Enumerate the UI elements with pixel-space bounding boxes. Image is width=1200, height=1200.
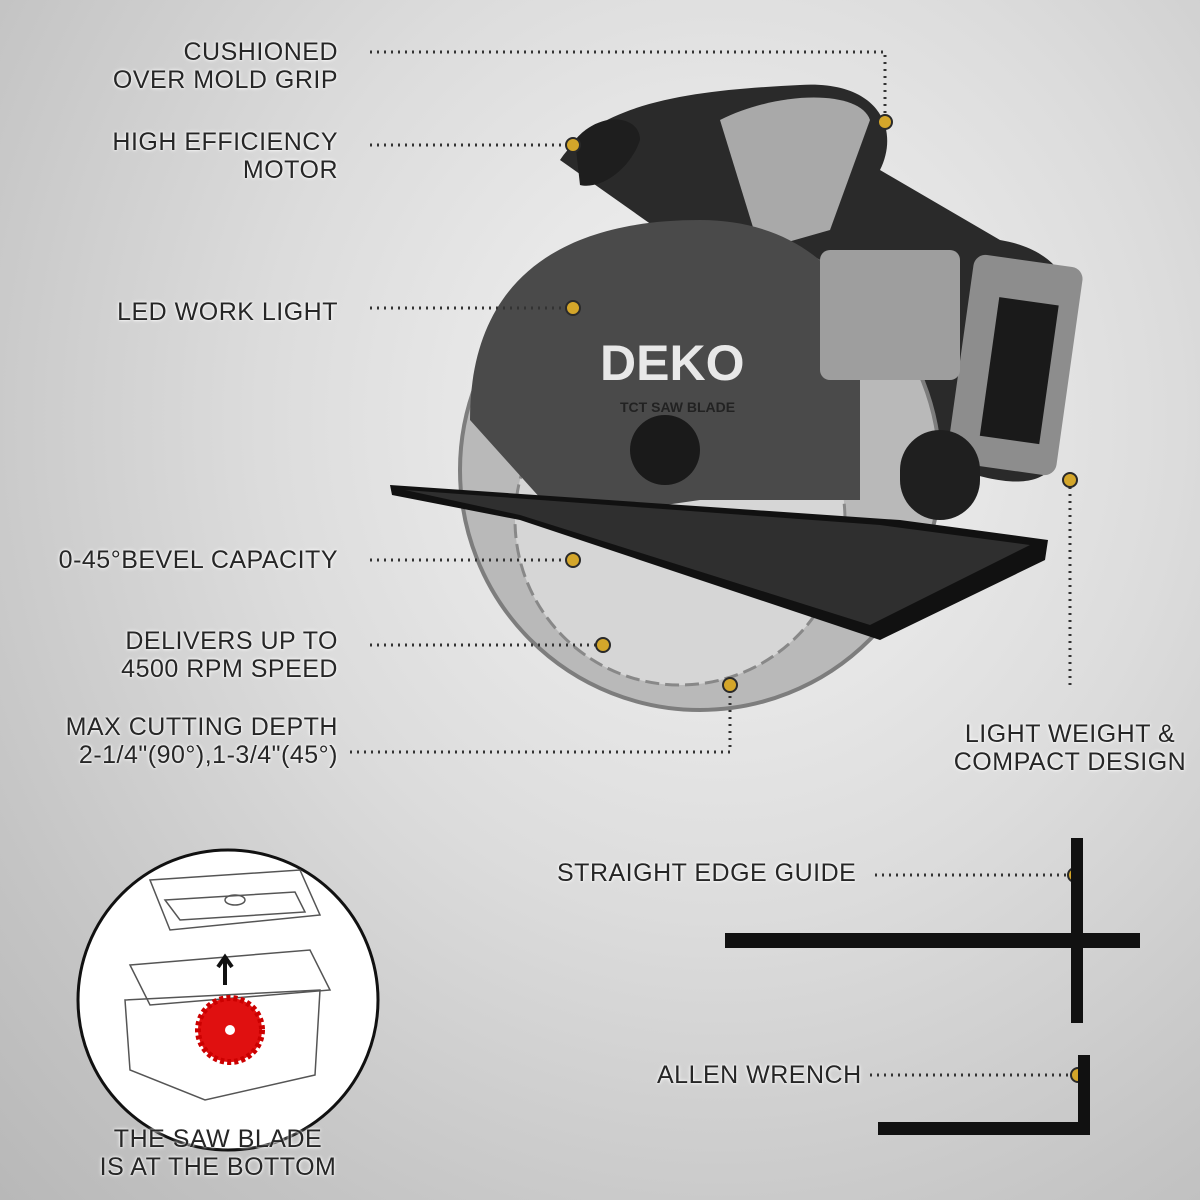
feature-bevel-line1: 0-45°BEVEL CAPACITY — [58, 546, 338, 574]
feature-grip-line2: OVER MOLD GRIP — [112, 66, 338, 94]
inset-caption-line2: IS AT THE BOTTOM — [99, 1153, 337, 1181]
accessory-wrench-label: ALLEN WRENCH — [657, 1061, 862, 1089]
brand-logo: DEKO — [600, 335, 744, 391]
feature-weight: LIGHT WEIGHT & COMPACT DESIGN — [940, 720, 1200, 776]
feature-bevel: 0-45°BEVEL CAPACITY — [20, 546, 338, 574]
feature-light: LED WORK LIGHT — [60, 298, 338, 326]
feature-grip: CUSHIONED OVER MOLD GRIP — [80, 38, 338, 94]
feature-motor-line2: MOTOR — [242, 156, 338, 184]
blade-text: TCT SAW BLADE — [620, 399, 735, 415]
feature-light-line1: LED WORK LIGHT — [117, 298, 338, 326]
inset-circle — [76, 848, 380, 1152]
straight-edge-guide-image — [725, 838, 1140, 1023]
feature-motor-line1: HIGH EFFICIENCY — [112, 128, 338, 156]
feature-speed: DELIVERS UP TO 4500 RPM SPEED — [40, 627, 338, 683]
leader-lines — [350, 50, 1078, 1077]
feature-depth: MAX CUTTING DEPTH 2-1/4"(90°),1-3/4"(45°… — [20, 713, 338, 769]
feature-speed-line2: 4500 RPM SPEED — [121, 655, 338, 683]
feature-speed-line1: DELIVERS UP TO — [125, 627, 338, 655]
feature-weight-line2: COMPACT DESIGN — [953, 748, 1187, 776]
feature-grip-line1: CUSHIONED — [183, 38, 338, 66]
inset-caption-line1: THE SAW BLADE — [113, 1125, 323, 1153]
feature-weight-line1: LIGHT WEIGHT & — [964, 720, 1176, 748]
accessory-guide-label: STRAIGHT EDGE GUIDE — [557, 859, 857, 887]
inset-caption: THE SAW BLADE IS AT THE BOTTOM — [60, 1125, 376, 1181]
feature-depth-line2: 2-1/4"(90°),1-3/4"(45°) — [78, 741, 338, 769]
circular-saw-image: DEKO TCT SAW BLADE — [390, 84, 1083, 712]
feature-depth-line1: MAX CUTTING DEPTH — [65, 713, 338, 741]
feature-motor: HIGH EFFICIENCY MOTOR — [80, 128, 338, 184]
allen-wrench-image — [878, 1055, 1090, 1135]
